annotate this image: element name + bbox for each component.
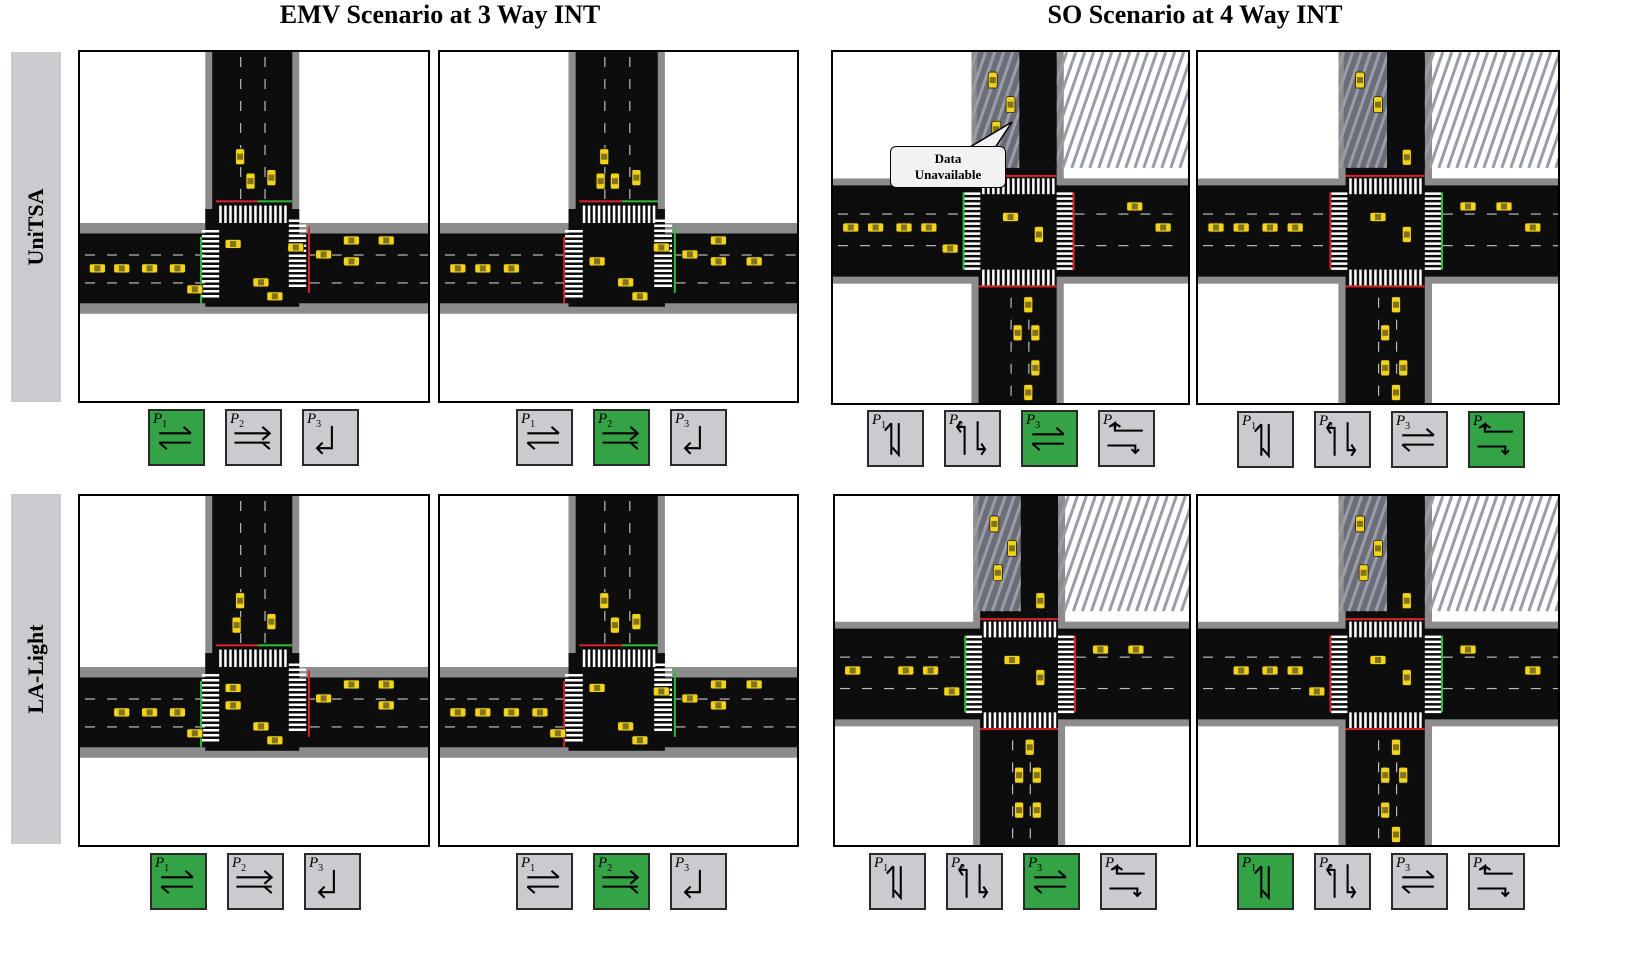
left-turn-pair-icon xyxy=(946,412,999,465)
phase-2-indicator: P2 xyxy=(593,409,650,466)
double-right-arrows-icon xyxy=(595,855,648,908)
up-down-arrows-icon xyxy=(871,855,924,908)
phase-3-indicator: P3 xyxy=(304,853,361,910)
left-right-arrows-icon xyxy=(152,855,205,908)
phase-2-indicator: P2 xyxy=(1314,411,1371,468)
up-down-arrows-icon xyxy=(1239,413,1292,466)
left-right-arrows-icon xyxy=(518,411,571,464)
intersection-panel-lalight-3way-b xyxy=(438,494,799,847)
double-left-turn-icon xyxy=(1470,855,1523,908)
data-unavailable-callout: Data Unavailable xyxy=(890,146,1006,188)
intersection-panel-unitsa-3way-b xyxy=(438,50,799,403)
phase-1-indicator: P1 xyxy=(516,853,573,910)
phase-1-indicator: P1 xyxy=(150,853,207,910)
phase-1-indicator: P1 xyxy=(1237,853,1294,910)
intersection-panel-lalight-4way-b xyxy=(1196,494,1560,847)
title-emv-scenario: EMV Scenario at 3 Way INT xyxy=(180,0,700,30)
intersection-panel-unitsa-3way-a xyxy=(78,50,430,403)
row-label-text: LA-Light xyxy=(23,624,49,713)
phase-4-indicator: P4 xyxy=(1468,853,1525,910)
left-turn-pair-icon xyxy=(1316,413,1369,466)
phase-3-indicator: P3 xyxy=(1023,853,1080,910)
row-label-la-light: LA-Light xyxy=(11,494,61,844)
phase-2-indicator: P2 xyxy=(227,853,284,910)
left-right-arrows-icon xyxy=(518,855,571,908)
callout-line-1: Data xyxy=(891,151,1005,167)
phase-3-indicator: P3 xyxy=(670,409,727,466)
phase-2-indicator: P2 xyxy=(1314,853,1371,910)
callout-line-2: Unavailable xyxy=(891,167,1005,183)
left-turn-pair-icon xyxy=(1316,855,1369,908)
phase-2-indicator: P2 xyxy=(946,853,1003,910)
row-label-text: UniTSA xyxy=(23,188,49,265)
phase-3-indicator: P3 xyxy=(670,853,727,910)
intersection-panel-lalight-4way-a xyxy=(833,494,1191,847)
left-right-arrows-icon xyxy=(150,411,203,464)
left-turn-arrow-icon xyxy=(672,855,725,908)
phase-4-indicator: P4 xyxy=(1468,411,1525,468)
double-right-arrows-icon xyxy=(227,411,280,464)
phase-2-indicator: P2 xyxy=(593,853,650,910)
left-right-arrows-icon xyxy=(1393,413,1446,466)
double-left-turn-icon xyxy=(1470,413,1523,466)
left-turn-arrow-icon xyxy=(306,855,359,908)
left-right-arrows-icon xyxy=(1393,855,1446,908)
phase-1-indicator: P1 xyxy=(1237,411,1294,468)
phase-1-indicator: P1 xyxy=(516,409,573,466)
left-right-arrows-icon xyxy=(1025,855,1078,908)
intersection-panel-lalight-3way-a xyxy=(78,494,430,847)
phase-3-indicator: P3 xyxy=(302,409,359,466)
phase-3-indicator: P3 xyxy=(1021,410,1078,467)
left-right-arrows-icon xyxy=(1023,412,1076,465)
phase-4-indicator: P4 xyxy=(1100,853,1157,910)
double-left-turn-icon xyxy=(1100,412,1153,465)
double-left-turn-icon xyxy=(1102,855,1155,908)
intersection-panel-unitsa-4way-a xyxy=(831,50,1190,405)
title-so-scenario: SO Scenario at 4 Way INT xyxy=(935,0,1455,30)
row-label-unitsa: UniTSA xyxy=(11,52,61,402)
left-turn-pair-icon xyxy=(948,855,1001,908)
left-turn-arrow-icon xyxy=(672,411,725,464)
phase-1-indicator: P1 xyxy=(148,409,205,466)
phase-3-indicator: P3 xyxy=(1391,411,1448,468)
left-turn-arrow-icon xyxy=(304,411,357,464)
double-right-arrows-icon xyxy=(595,411,648,464)
phase-1-indicator: P1 xyxy=(867,410,924,467)
phase-2-indicator: P2 xyxy=(225,409,282,466)
phase-3-indicator: P3 xyxy=(1391,853,1448,910)
phase-1-indicator: P1 xyxy=(869,853,926,910)
up-down-arrows-icon xyxy=(869,412,922,465)
phase-2-indicator: P2 xyxy=(944,410,1001,467)
intersection-panel-unitsa-4way-b xyxy=(1196,50,1560,405)
up-down-arrows-icon xyxy=(1239,855,1292,908)
double-right-arrows-icon xyxy=(229,855,282,908)
phase-4-indicator: P4 xyxy=(1098,410,1155,467)
